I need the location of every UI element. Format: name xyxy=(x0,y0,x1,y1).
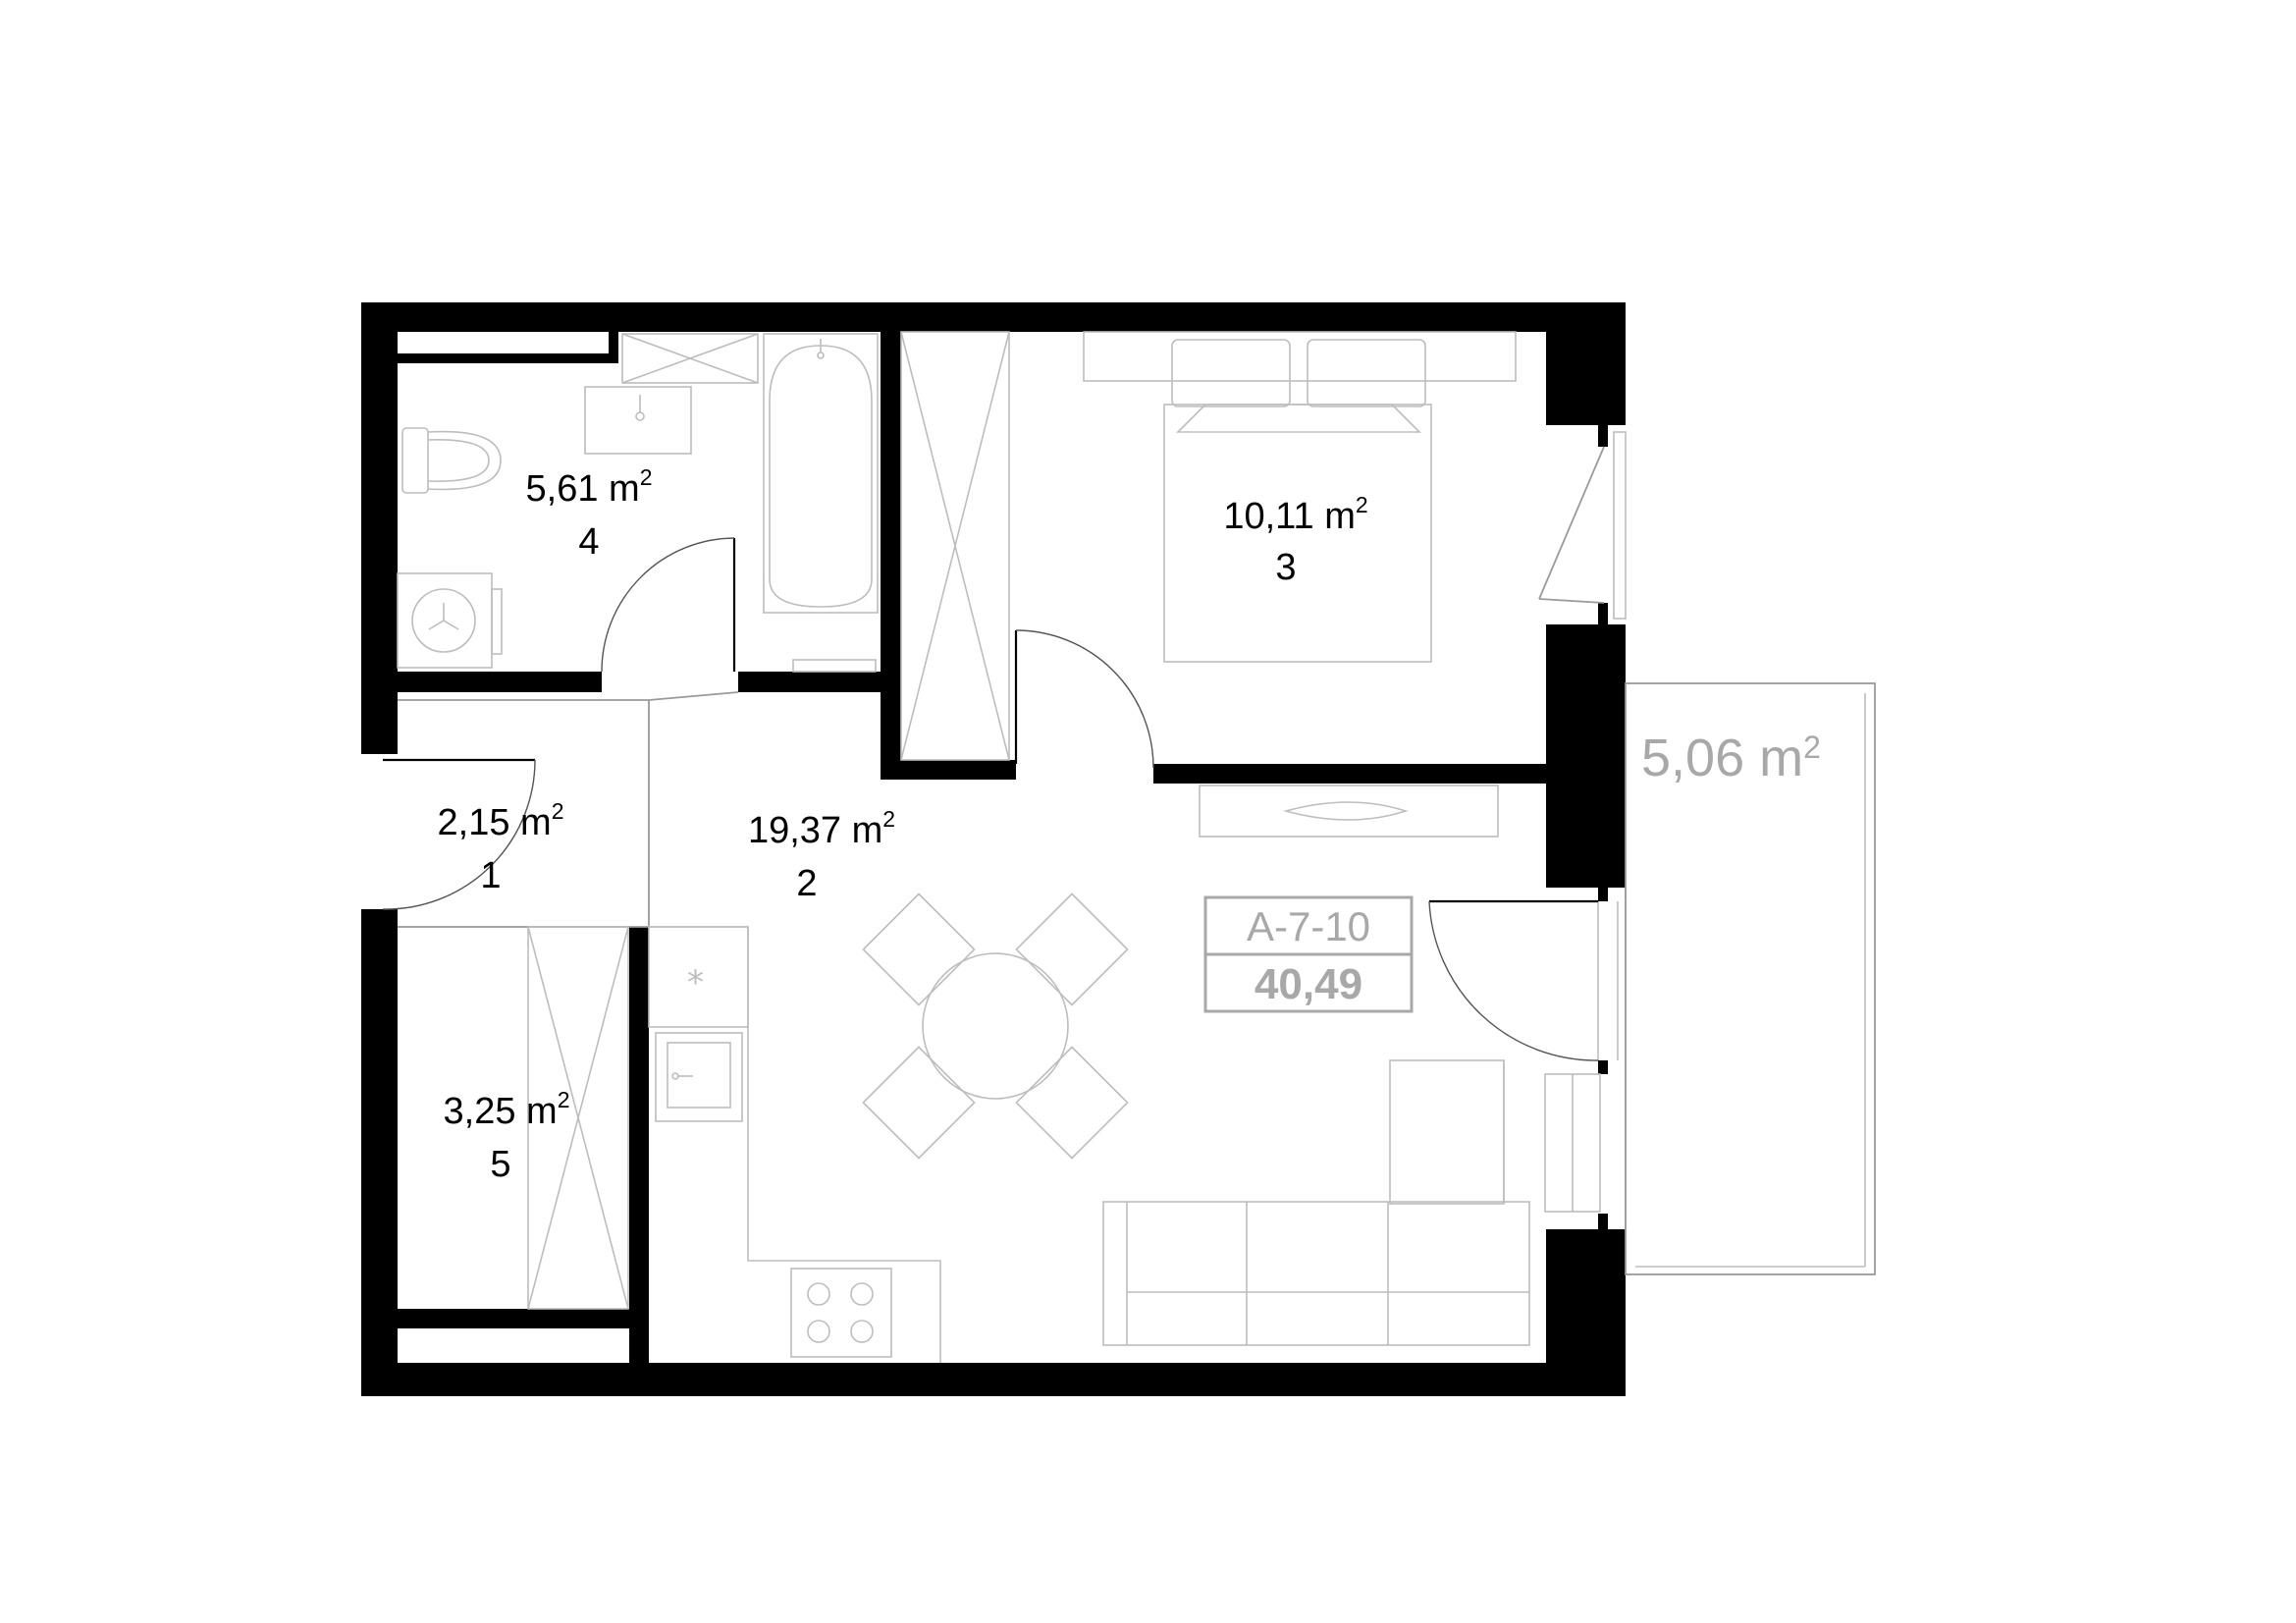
dining-table-icon xyxy=(862,893,1129,1160)
shower-tray-icon xyxy=(621,333,759,384)
fridge-icon: * xyxy=(648,926,749,1028)
windows xyxy=(1538,431,1627,1213)
window-jamb xyxy=(1598,425,1608,447)
room-number: 5 xyxy=(490,1144,510,1185)
bathroom-door-swing xyxy=(601,537,735,673)
wall-shaft-bottom xyxy=(398,353,618,363)
balcony-door-swing xyxy=(1428,900,1599,1061)
walls xyxy=(361,302,1626,1396)
bedroom-window xyxy=(1613,431,1627,620)
room-area: 2,15 m2 xyxy=(438,798,564,843)
washbasin-icon xyxy=(584,386,692,455)
wall-shaft-side xyxy=(609,330,618,363)
wardrobe-icon xyxy=(900,331,1010,761)
door-jamb xyxy=(1598,888,1608,901)
wall-bottom xyxy=(361,1363,1626,1396)
window-jamb xyxy=(1598,1214,1608,1229)
cooktop-icon xyxy=(790,1268,892,1358)
double-bed-icon xyxy=(1083,331,1517,663)
balcony: 5,06 m2 xyxy=(1625,682,1876,1275)
wall-bedroom-bottom-left xyxy=(881,760,1016,780)
entrance-door-swing xyxy=(382,759,536,910)
radiator-icon xyxy=(1199,784,1499,838)
room-label-4: 5,61 m2 4 xyxy=(526,464,653,563)
wall-right-bottom xyxy=(1546,1229,1626,1396)
wall-closet-right xyxy=(629,927,649,1365)
room-label-1: 2,15 m2 1 xyxy=(438,798,564,896)
wall-top xyxy=(361,302,1626,332)
wall-right-top xyxy=(1546,302,1626,425)
room-area: 3,25 m2 xyxy=(444,1087,570,1132)
room-number: 3 xyxy=(1275,547,1296,588)
wardrobe-icon xyxy=(527,926,629,1310)
room-number: 4 xyxy=(578,521,599,563)
room-area: 10,11 m2 xyxy=(1223,492,1367,537)
wall-right-middle xyxy=(1546,624,1626,888)
sink-icon xyxy=(655,1032,743,1122)
wall-bath-bottom-left xyxy=(398,672,602,692)
wall-bath-bottom-right xyxy=(738,672,883,692)
room-number: 1 xyxy=(480,855,501,896)
washing-machine-icon xyxy=(397,572,503,669)
wall-bath-bedroom xyxy=(881,330,901,776)
room-number: 2 xyxy=(796,863,817,904)
bathtub-icon xyxy=(763,333,879,614)
wall-bedroom-bottom-right xyxy=(1153,764,1548,784)
window-jamb xyxy=(1598,603,1608,624)
bedroom-door-swing xyxy=(1015,629,1154,769)
room-area: 19,37 m2 xyxy=(748,806,895,851)
wall-closet-bottom xyxy=(398,1309,631,1328)
toilet-icon xyxy=(401,427,502,494)
doors xyxy=(382,537,1599,1061)
unit-stamp: A-7-10 40,49 xyxy=(1203,895,1414,1013)
room-label-3: 10,11 m2 3 xyxy=(1223,492,1367,588)
sofa-icon xyxy=(1102,1059,1530,1346)
balcony-outline xyxy=(1625,682,1876,1275)
wall-left-lower xyxy=(361,909,398,1396)
svg-text:*: * xyxy=(687,963,704,1002)
room-label-2: 19,37 m2 2 xyxy=(748,806,895,904)
door-jamb xyxy=(1598,1060,1608,1074)
wall-left-upper xyxy=(361,302,398,754)
unit-code: A-7-10 xyxy=(1247,903,1370,949)
room-label-5: 3,25 m2 5 xyxy=(444,1087,570,1185)
bedroom-window-sash xyxy=(1538,446,1605,600)
balcony-area-label: 5,06 m2 xyxy=(1641,729,1821,787)
unit-total-area: 40,49 xyxy=(1255,960,1362,1008)
radiator-icon xyxy=(792,659,877,673)
room-area: 5,61 m2 xyxy=(526,464,653,510)
